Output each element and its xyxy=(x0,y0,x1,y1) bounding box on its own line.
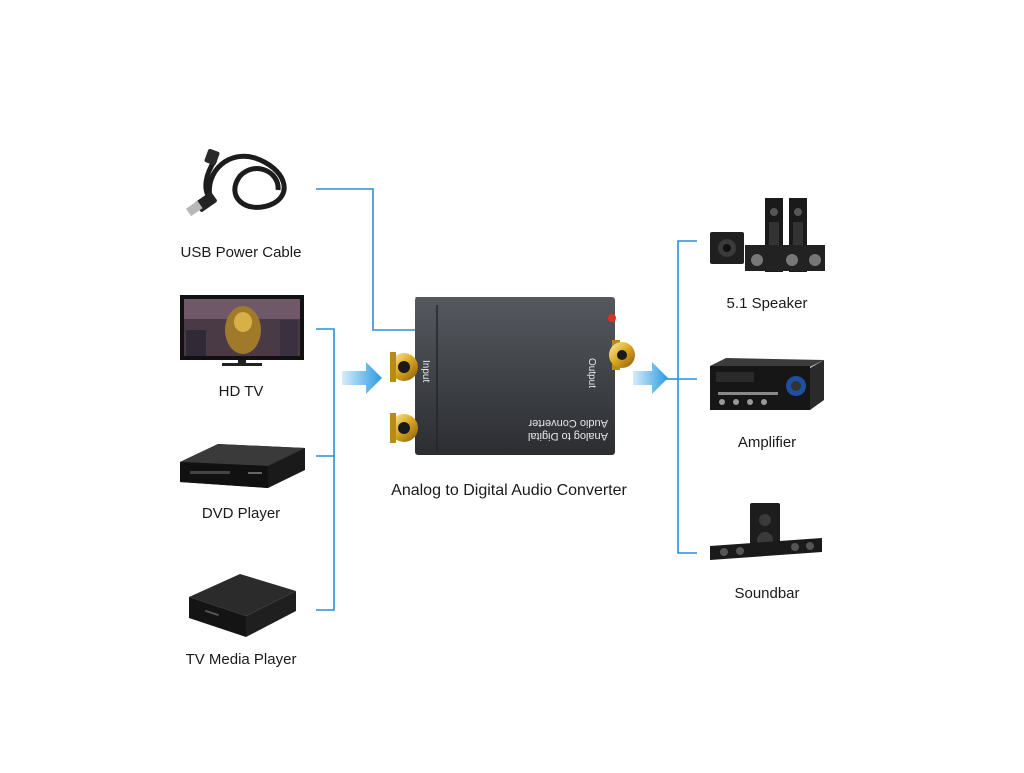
source-bracket-line xyxy=(316,328,335,611)
source-label-usb: USB Power Cable xyxy=(180,244,302,261)
input-port-label: Input xyxy=(420,360,431,383)
source-label-hdtv: HD TV xyxy=(218,383,264,400)
amplifier-icon xyxy=(710,358,824,410)
device-body-line-1: Analog to Digital xyxy=(527,430,608,442)
rca-input-jacks xyxy=(390,352,418,443)
device-body-line-2: Audio Converter xyxy=(528,417,609,429)
usb-connector-line xyxy=(316,188,415,331)
source-label-dvd: DVD Player xyxy=(201,505,281,522)
speaker-system-icon xyxy=(710,198,825,272)
source-label-media: TV Media Player xyxy=(185,651,297,668)
device-body-text: Analog to Digital Audio Converter xyxy=(498,416,608,442)
input-arrow-icon xyxy=(342,362,382,394)
output-label-soundbar: Soundbar xyxy=(734,585,800,602)
output-port-label: Output xyxy=(586,358,597,389)
optical-output-jack xyxy=(609,340,635,370)
output-label-speaker: 5.1 Speaker xyxy=(726,295,808,312)
media-player-icon xyxy=(189,574,296,637)
usb-cable-icon xyxy=(185,148,287,217)
soundbar-icon xyxy=(710,503,822,560)
hd-tv-icon xyxy=(180,295,304,366)
dvd-player-icon xyxy=(180,444,305,488)
converter-caption: Analog to Digital Audio Converter xyxy=(391,482,627,499)
output-arrow-icon xyxy=(633,362,668,394)
output-bracket-line xyxy=(677,240,697,554)
output-label-amplifier: Amplifier xyxy=(737,434,797,451)
converter-device-icon xyxy=(390,297,635,455)
